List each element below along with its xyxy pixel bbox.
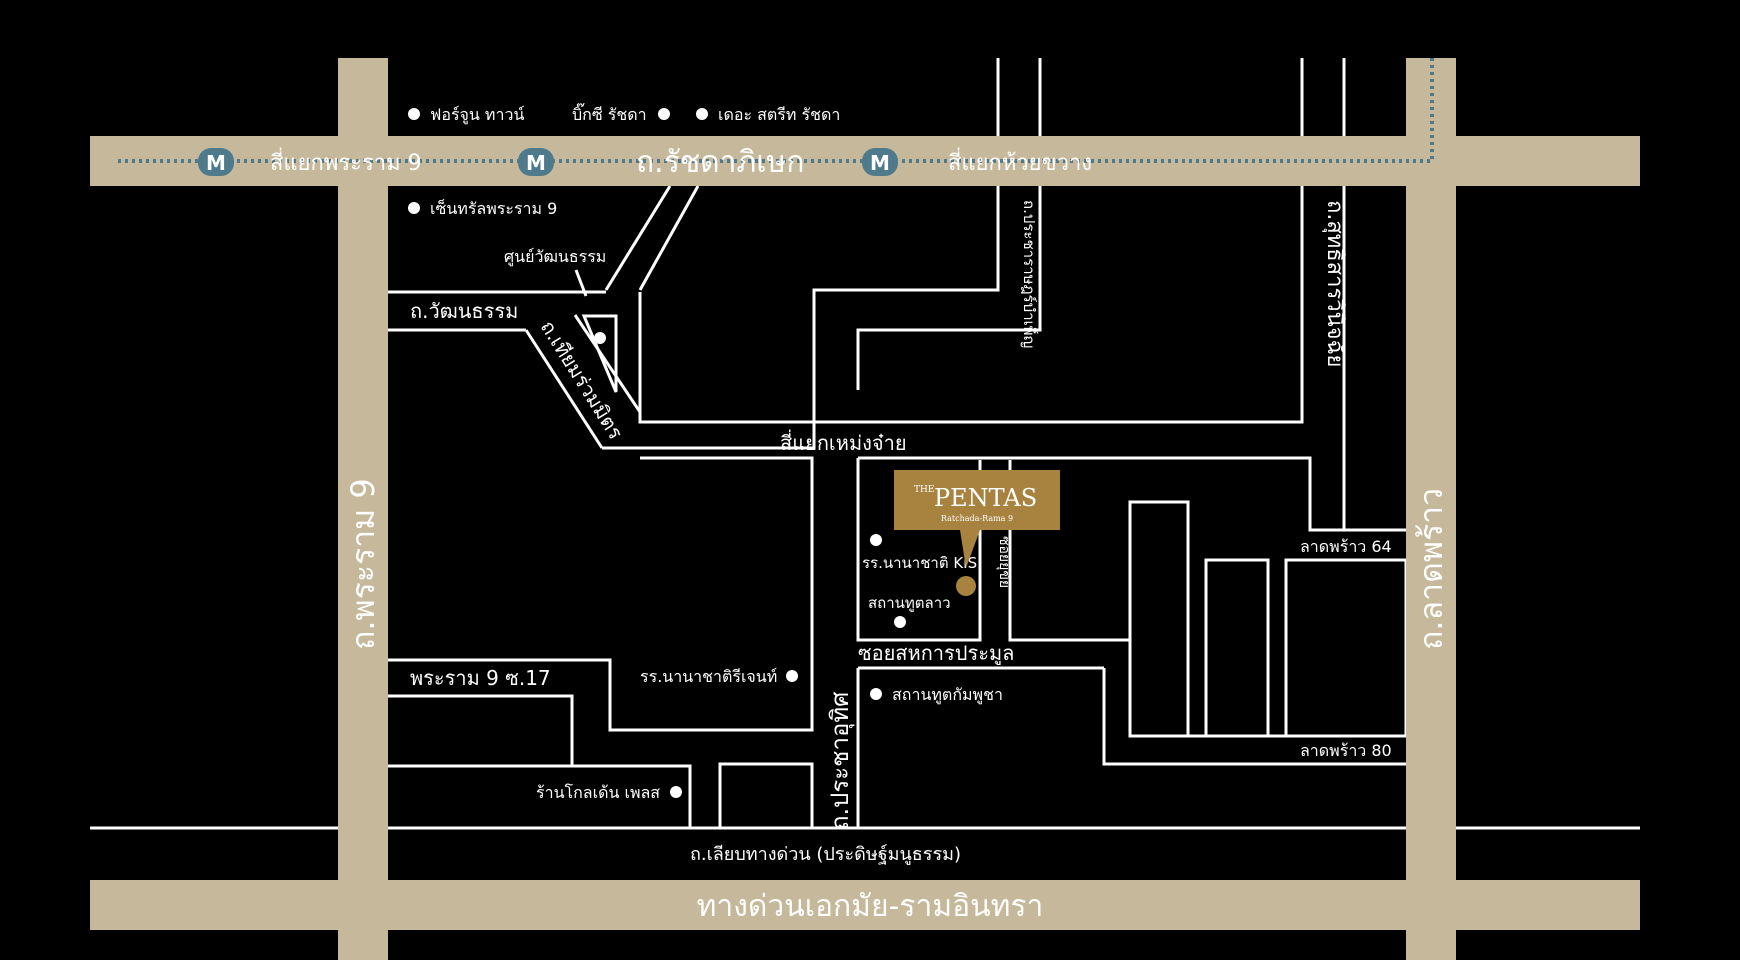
intersection-label-mengjai: สี่แยกเหม่งจ๋าย	[780, 429, 907, 455]
landmark-dot-icon	[696, 108, 708, 120]
metro-station-1: M	[198, 148, 234, 176]
city-block-1	[1204, 558, 1270, 738]
road-ladprao64-upper	[858, 456, 1406, 532]
svg-text:บิ๊กซี รัชดา: บิ๊กซี รัชดา	[572, 103, 647, 124]
road-golden-place	[388, 764, 692, 828]
landmark-cambodia-embassy: สถานทูตกัมพูชา	[870, 685, 1003, 705]
road-label-ladprao80: ลาดพร้าว 80	[1300, 741, 1392, 760]
location-pin-dot	[956, 576, 976, 596]
svg-text:สถานทูตลาว: สถานทูตลาว	[868, 594, 951, 612]
road-tiamruammit	[524, 314, 642, 449]
landmark-dot-icon	[894, 616, 906, 628]
road-mengjai-south	[388, 456, 814, 732]
metro-station-icon	[518, 148, 554, 176]
road-label-ladprao: ถ.ลาดพร้าว	[1412, 488, 1450, 650]
road-label-pracharatbamphen: ถ.ประชาราษฎร์บำเพ็ญ	[1020, 200, 1039, 348]
cultural-center-block	[581, 314, 618, 393]
landmark-dot-icon	[870, 688, 882, 700]
city-block-2	[1284, 558, 1408, 738]
road-label-rama9: ถ.พระราม 9	[344, 478, 382, 650]
landmark-dot-icon	[658, 108, 670, 120]
landmark-golden-place: ร้านโกลเด้น เพลส	[536, 783, 682, 802]
svg-text:M: M	[206, 151, 226, 175]
road-yuchai	[1008, 460, 1406, 738]
landmark-the-street: เดอะ สตรีท รัชดา	[696, 105, 840, 124]
road-label-expressway: ทางด่วนเอกมัย-รามอินทรา	[697, 889, 1044, 924]
road-wattanatham	[388, 290, 606, 332]
landmark-dot-icon	[786, 670, 798, 682]
svg-text:ร้านโกลเด้น เพลส: ร้านโกลเด้น เพลส	[536, 783, 660, 802]
landmark-cultural-center: ศูนย์วัฒนธรรม	[504, 247, 606, 344]
landmark-regents: รร.นานาชาติรีเจนท์	[640, 667, 798, 686]
location-pin-icon	[960, 530, 980, 568]
road-rama9	[338, 58, 388, 960]
road-label-ratchadaphisek: ถ.รัชดาภิเษก	[636, 145, 804, 180]
landmark-fortune-town: ฟอร์จูน ทาวน์	[408, 105, 525, 125]
metro-station-2: M	[518, 148, 554, 176]
svg-text:สถานทูตกัมพูชา: สถานทูตกัมพูชา	[892, 685, 1003, 705]
svg-text:M: M	[870, 151, 890, 175]
svg-text:เดอะ สตรีท รัชดา: เดอะ สตรีท รัชดา	[718, 105, 840, 124]
project-marker: THE PENTAS Ratchada-Rama 9	[894, 470, 1060, 596]
landmark-central-rama9: เซ็นทรัลพระราม 9	[408, 198, 557, 218]
landmark-dot-icon	[594, 332, 606, 344]
road-inner-2	[602, 58, 1000, 450]
landmark-dot-icon	[870, 534, 882, 546]
project-logo-box	[894, 470, 1060, 530]
road-to-cultural-center	[604, 185, 700, 291]
road-ratchada-loop	[638, 58, 1304, 424]
station-label-rama9: สี่แยกพระราม 9	[270, 147, 422, 176]
svg-text:เซ็นทรัลพระราม 9: เซ็นทรัลพระราม 9	[430, 198, 557, 218]
project-brand-name: PENTAS	[934, 484, 1037, 512]
road-block-a	[1128, 500, 1190, 736]
road-expressway	[90, 880, 1640, 930]
svg-text:รร.นานาชาติรีเจนท์: รร.นานาชาติรีเจนท์	[640, 667, 777, 686]
major-roads	[90, 58, 1640, 960]
metro-station-icon	[862, 148, 898, 176]
landmark-lao-embassy: สถานทูตลาว	[868, 594, 951, 628]
road-label-pracha-uthit: ถ.ประชาอุทิศ	[826, 692, 855, 830]
road-label-yuchai: ซอยยุขัย	[996, 536, 1012, 588]
road-pracha-uthit-top	[856, 458, 982, 642]
landmark-dot-icon	[408, 108, 420, 120]
road-label-rama9-soi17: พระราม 9 ซ.17	[410, 666, 551, 690]
metro-station-3: M	[862, 148, 898, 176]
road-label-suthisarn: ถ.สุทธิสารวินิจฉัย	[1322, 200, 1347, 367]
road-label-tiamruammit: ถ.เทียมร่วมมิตร	[536, 316, 628, 444]
metro-station-icon	[198, 148, 234, 176]
landmark-kis: รร.นานาชาติ KIS	[862, 534, 977, 572]
city-block-3	[718, 762, 814, 830]
landmark-dot-icon	[670, 786, 682, 798]
road-label-ladprao64: ลาดพร้าว 64	[1300, 537, 1392, 556]
station-label-huaykhwang: สี่แยกห้วยขวาง	[948, 147, 1092, 176]
road-label-wattanatham: ถ.วัฒนธรรม	[410, 299, 518, 323]
landmark-dot-icon	[408, 202, 420, 214]
project-tagline: Ratchada-Rama 9	[941, 514, 1013, 523]
road-inner-top	[856, 58, 1042, 390]
landmark-big-c: บิ๊กซี รัชดา	[572, 103, 670, 124]
road-label-frontage: ถ.เลียบทางด่วน (ประดิษฐ์มนูธรรม)	[690, 844, 961, 865]
pointer-icon	[574, 269, 588, 297]
svg-text:ฟอร์จูน ทาวน์: ฟอร์จูน ทาวน์	[430, 105, 525, 125]
svg-text:M: M	[526, 151, 546, 175]
road-soi17-lower	[388, 694, 574, 768]
road-ladprao	[1406, 58, 1456, 960]
road-label-sahakarn: ซอยสหการประมูล	[858, 641, 1014, 666]
project-brand-small: THE	[914, 485, 934, 495]
svg-text:รร.นานาชาติ KIS: รร.นานาชาติ KIS	[862, 554, 977, 572]
svg-text:ศูนย์วัฒนธรรม: ศูนย์วัฒนธรรม	[504, 247, 606, 267]
